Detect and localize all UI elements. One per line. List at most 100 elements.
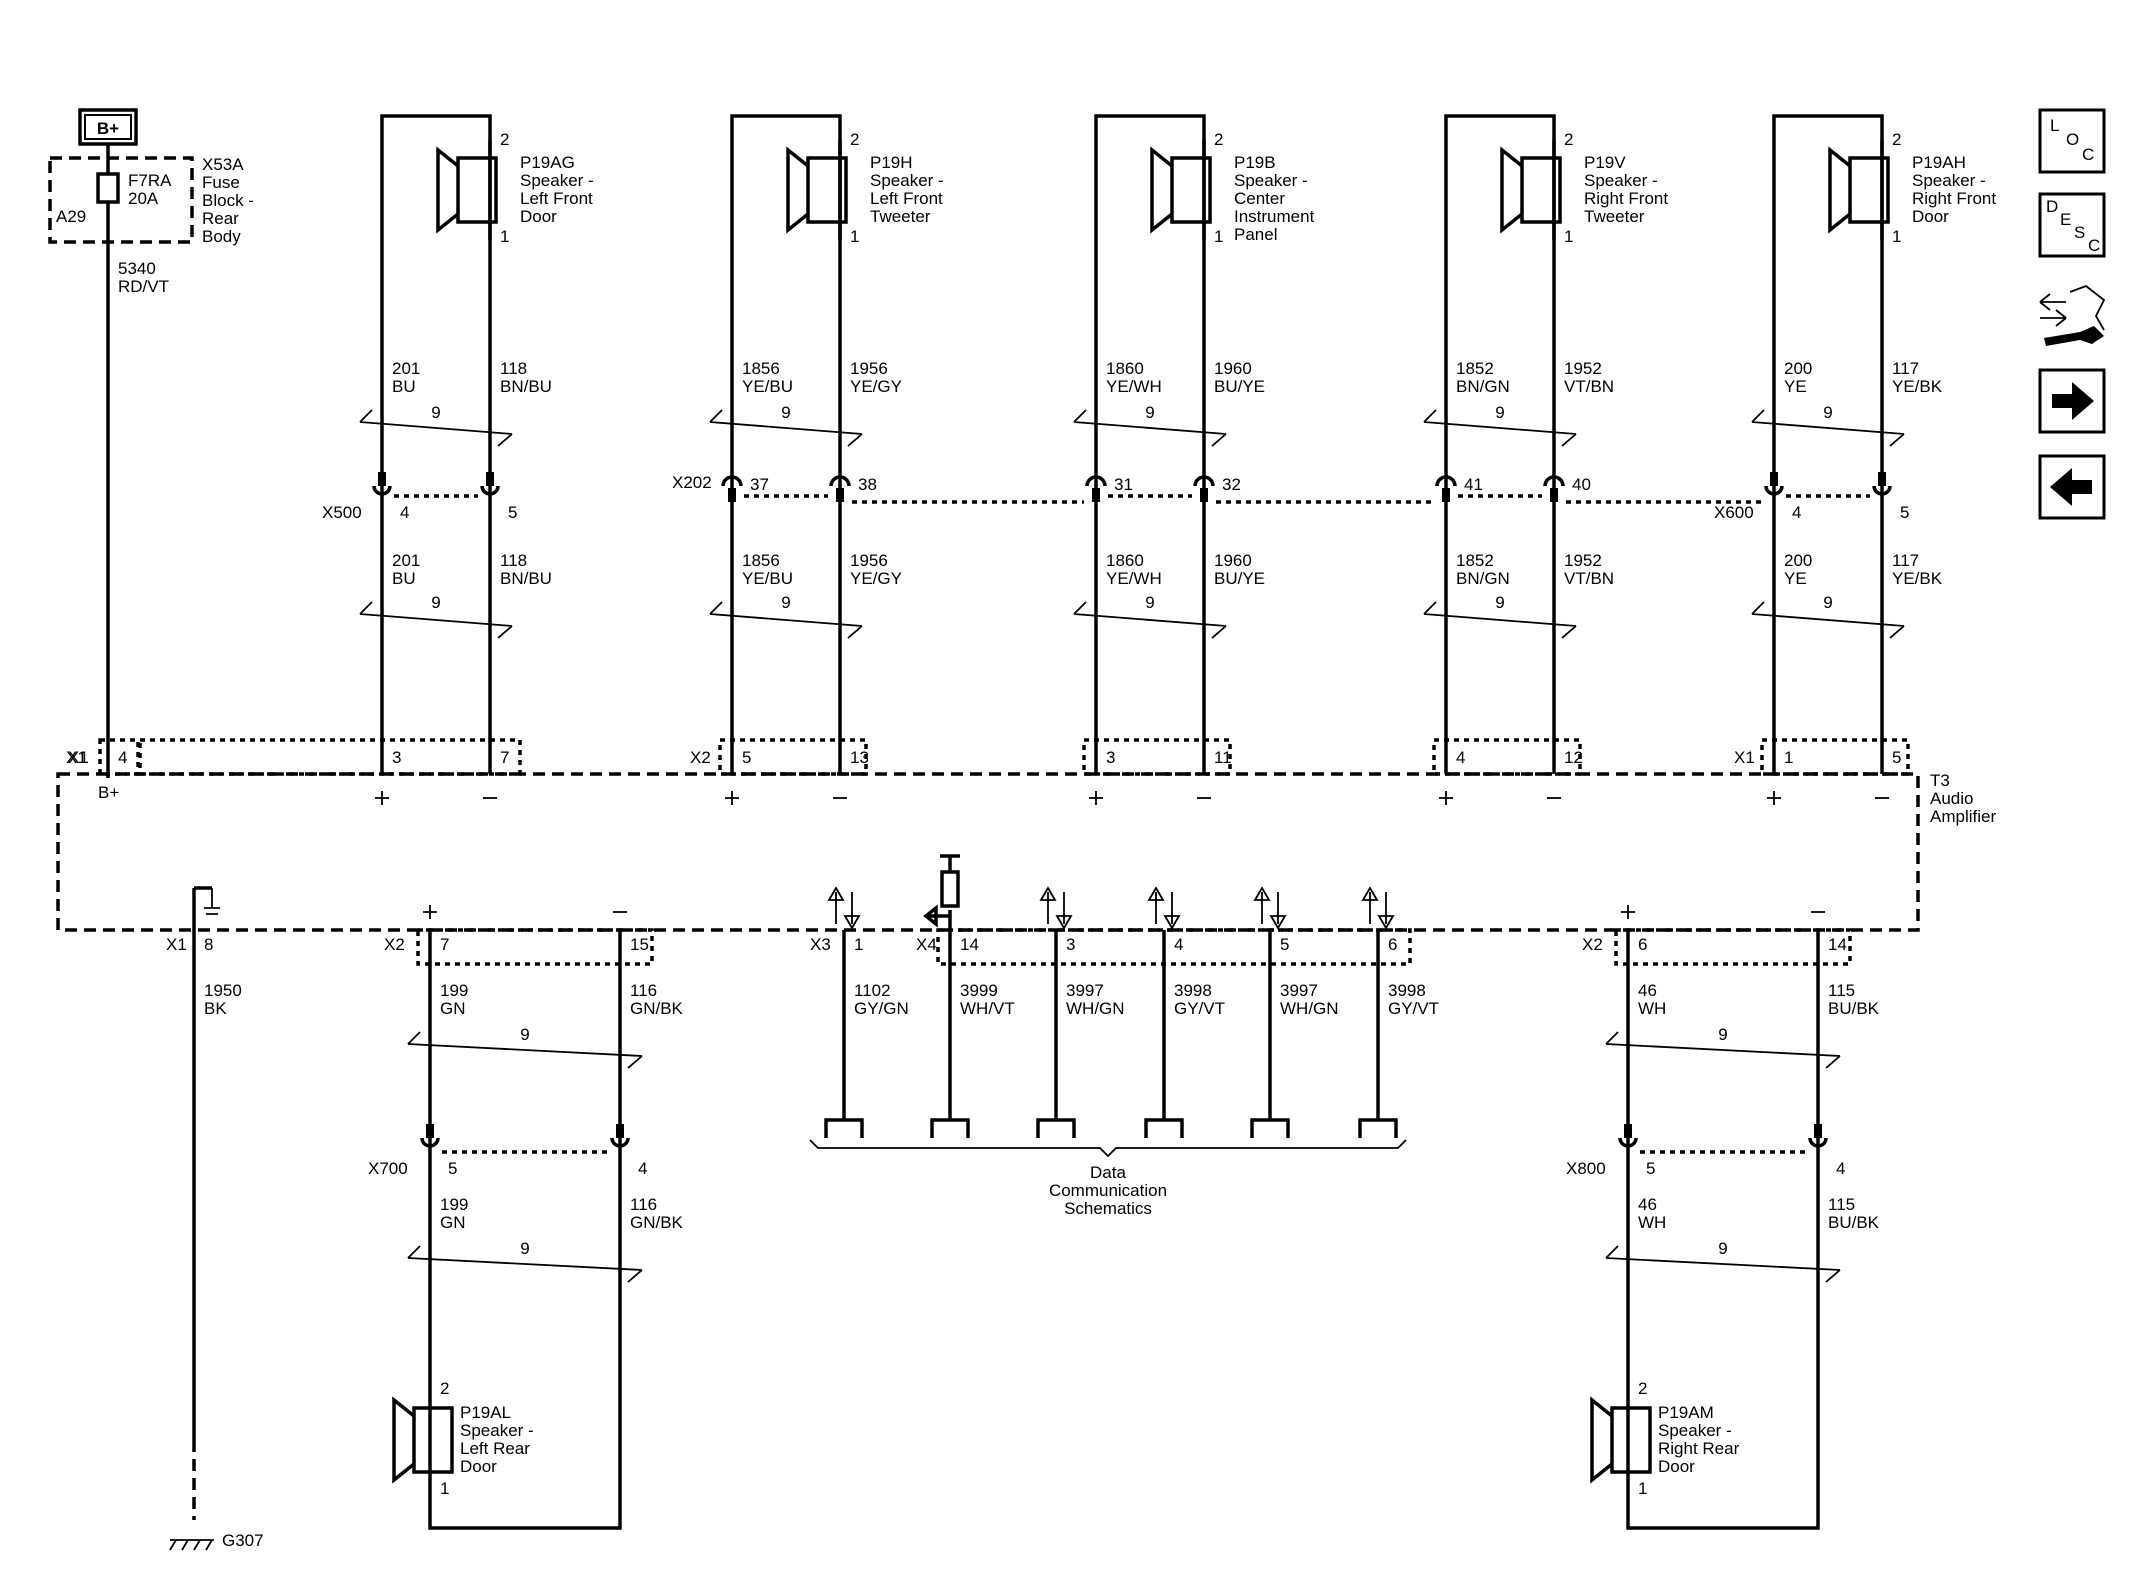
wire-color: GY/VT xyxy=(1388,999,1439,1018)
arrow-up-icon xyxy=(1253,886,1271,924)
b-plus-label: B+ xyxy=(97,119,119,138)
speaker-pin-bottom: 1 xyxy=(1564,227,1573,246)
ground-connector: X1 xyxy=(166,935,187,954)
inline-pin: 41 xyxy=(1464,475,1483,494)
next-arrow-icon[interactable] xyxy=(2038,368,2106,434)
twist-count: 9 xyxy=(520,1239,529,1258)
wire-circuit: 199 xyxy=(440,981,468,1000)
wire-color: GN xyxy=(440,1213,466,1232)
speaker-wire-loop xyxy=(380,114,492,774)
desc-icon[interactable]: D E S C xyxy=(2038,192,2106,258)
fuse-rating: 20A xyxy=(128,189,159,208)
twisted-pair-mark xyxy=(709,601,863,639)
amp-pin: 5 xyxy=(742,748,751,767)
wire-color: GY/GN xyxy=(854,999,909,1018)
speaker-name-line: Door xyxy=(1658,1457,1695,1476)
wire-color: YE/BU xyxy=(742,377,793,396)
speaker-pin-top: 2 xyxy=(850,130,859,149)
amplifier-box: T3 Audio Amplifier B+ X1 4 xyxy=(56,738,1996,932)
amp-connector-box xyxy=(718,738,868,776)
speaker-ref: P19B xyxy=(1234,153,1276,172)
wire-circuit: 1856 xyxy=(742,551,780,570)
inline-pin: 5 xyxy=(1900,503,1909,522)
connector-tool-icon[interactable] xyxy=(2039,284,2106,346)
loc-icon[interactable]: L O C xyxy=(2038,108,2106,174)
inline-connector-ref: X500 xyxy=(322,503,362,522)
wire-circuit: 1956 xyxy=(850,551,888,570)
wire-circuit: 118 xyxy=(500,551,527,570)
connector-male xyxy=(426,1124,434,1138)
twisted-pair-mark xyxy=(407,1245,643,1283)
amp-connector-box xyxy=(416,928,654,966)
speaker-magnet xyxy=(1520,156,1562,224)
twist-count: 9 xyxy=(1718,1025,1727,1044)
amp-connector-box xyxy=(1614,928,1852,966)
connector-female xyxy=(1872,485,1892,496)
wire-circuit: 3997 xyxy=(1280,981,1318,1000)
speaker-magnet xyxy=(806,156,848,224)
wire-circuit: 1956 xyxy=(850,359,888,378)
data-comm-bracket: Data Communication Schematics xyxy=(809,1139,1407,1218)
speaker-name-line: Speaker - xyxy=(870,171,944,190)
wire-color: BN/BU xyxy=(500,377,552,396)
speaker-name-line: Speaker - xyxy=(520,171,594,190)
amp-connector-box xyxy=(1082,738,1232,776)
amp-connector-box xyxy=(138,738,522,776)
twist-count: 9 xyxy=(1823,403,1832,422)
speaker-cone xyxy=(1590,1396,1614,1484)
data-connector-foot xyxy=(824,1118,864,1138)
wire-color: WH/GN xyxy=(1280,999,1339,1018)
twist-count: 9 xyxy=(431,403,440,422)
amplifier-name-2: Amplifier xyxy=(1930,807,1996,826)
connector-female xyxy=(420,1137,440,1148)
wire-color: BN/GN xyxy=(1456,569,1510,588)
wire-circuit: 115 xyxy=(1828,1195,1855,1214)
connector-female xyxy=(372,485,392,496)
connector-male xyxy=(616,1124,624,1138)
polarity-plus xyxy=(1089,791,1103,805)
data-comm-label-1: Data xyxy=(1090,1163,1126,1182)
twisted-pair-mark xyxy=(1751,409,1905,447)
speaker-pin-top: 2 xyxy=(500,130,509,149)
wire-circuit: 3998 xyxy=(1174,981,1212,1000)
amp-pin: 1 xyxy=(1784,748,1793,767)
twist-count: 9 xyxy=(781,403,790,422)
amp-pin: 11 xyxy=(1214,748,1232,767)
speaker-cone xyxy=(1828,146,1852,234)
connector-female xyxy=(610,1137,630,1148)
ground-circuit-number: 1950 xyxy=(204,981,242,1000)
speaker-name-line: Right Front xyxy=(1912,189,1996,208)
inline-pin: 5 xyxy=(1646,1159,1655,1178)
twisted-pair-mark xyxy=(1605,1245,1841,1283)
wire-circuit: 117 xyxy=(1892,359,1919,378)
wire-circuit: 200 xyxy=(1784,551,1812,570)
amp-pin: 5 xyxy=(1892,748,1901,767)
wire-color: YE xyxy=(1784,377,1807,396)
speaker-wire-loop xyxy=(1626,930,1820,1530)
wire-circuit: 201 xyxy=(392,551,420,570)
back-arrow-icon[interactable] xyxy=(2038,454,2106,520)
fuse-block-name-2: Block - xyxy=(202,191,254,210)
amp-pin: 6 xyxy=(1638,935,1647,954)
speaker-wire-loop xyxy=(428,930,622,1530)
amp-b-plus-connector: X1 xyxy=(66,748,87,767)
speaker-ref: P19AL xyxy=(460,1403,511,1422)
amp-connector-box xyxy=(936,928,1412,966)
connector-female xyxy=(1618,1137,1638,1148)
speaker-pin-top: 2 xyxy=(1892,130,1901,149)
wire-circuit: 117 xyxy=(1892,551,1919,570)
wire-color: GN xyxy=(440,999,466,1018)
wire-color: YE/BK xyxy=(1892,377,1943,396)
speaker-pin-bottom: 1 xyxy=(1892,227,1901,246)
nav-icons: L O C D E S C xyxy=(2038,108,2106,520)
polarity-plus xyxy=(1621,905,1635,919)
inline-pin: 31 xyxy=(1114,475,1133,494)
speaker-pin-top: 2 xyxy=(1638,1379,1647,1398)
data-arrow-icon xyxy=(923,904,950,928)
fuse-block-name-1: Fuse xyxy=(202,173,240,192)
speaker-pin-top: 2 xyxy=(1214,130,1223,149)
